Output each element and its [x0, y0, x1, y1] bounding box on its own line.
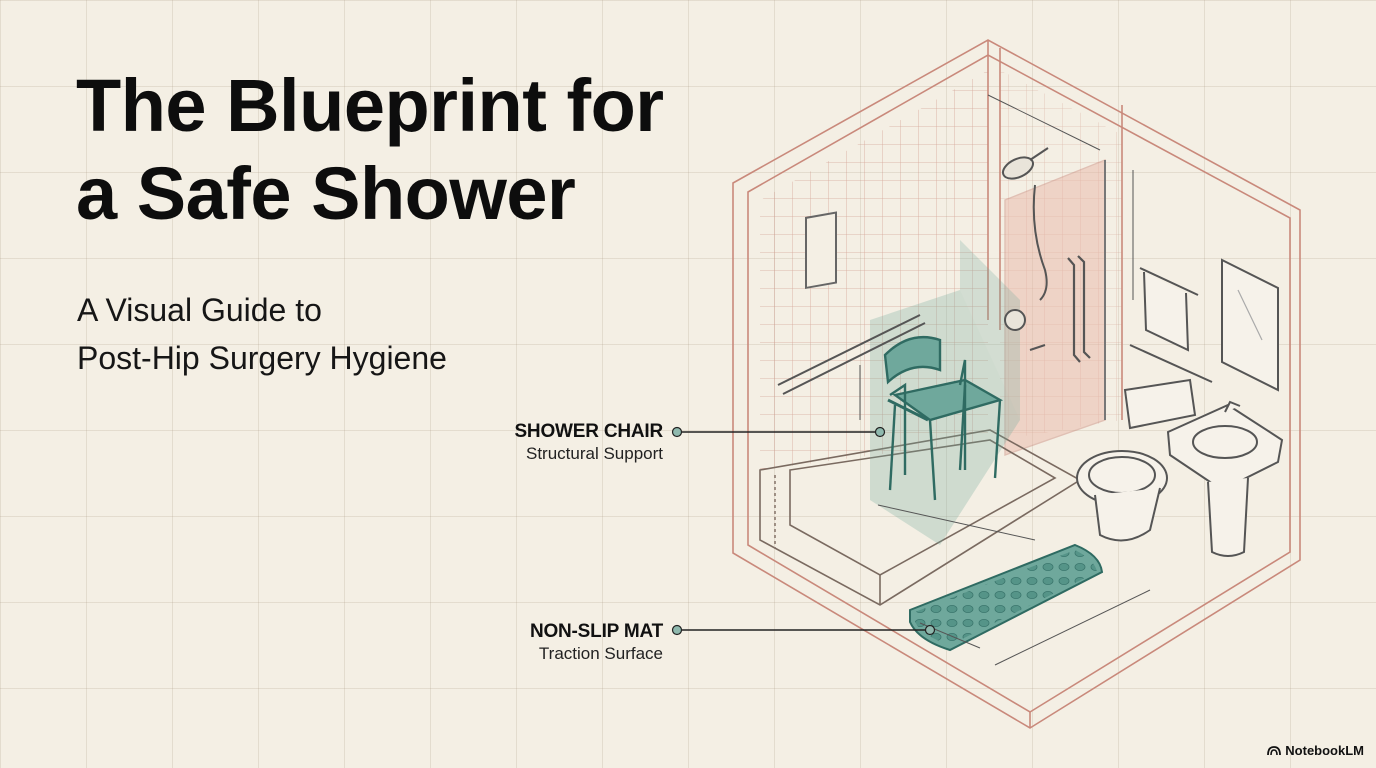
brand-label: NotebookLM	[1285, 743, 1364, 758]
notebooklm-logo-icon	[1267, 745, 1282, 755]
page-title: The Blueprint for a Safe Shower	[76, 62, 664, 238]
callout-leaders	[671, 426, 936, 636]
shower-head	[1002, 147, 1049, 351]
towel-rack	[1129, 267, 1213, 383]
page-subtitle: A Visual Guide to Post-Hip Surgery Hygie…	[77, 286, 447, 382]
grab-bar-with-towel	[777, 211, 926, 395]
non-slip-mat	[909, 543, 1104, 652]
toilet	[1076, 378, 1197, 542]
glass-panel	[1004, 158, 1106, 456]
callout-non-slip-mat-desc: Traction Surface	[538, 644, 663, 663]
callout-shower-chair-desc: Structural Support	[525, 444, 663, 463]
title-line-2: a Safe Shower	[76, 152, 576, 235]
callout-shower-chair: SHOWER CHAIR Structural Support	[514, 420, 663, 465]
subtitle-line-1: A Visual Guide to	[77, 292, 322, 328]
shower-chair	[883, 335, 1004, 501]
mirror	[1221, 258, 1279, 392]
callout-non-slip-mat: NON-SLIP MAT Traction Surface	[530, 620, 663, 665]
dimension-lines	[859, 94, 1151, 666]
callout-shower-chair-name: SHOWER CHAIR	[514, 421, 663, 442]
title-line-1: The Blueprint for	[76, 64, 664, 147]
callout-non-slip-mat-name: NON-SLIP MAT	[529, 621, 663, 642]
bathtub	[759, 429, 1082, 606]
brand-mark: NotebookLM	[1267, 743, 1364, 758]
vertical-grab-bar	[1067, 255, 1091, 363]
subtitle-line-2: Post-Hip Surgery Hygiene	[77, 340, 447, 376]
sink	[1166, 400, 1284, 557]
